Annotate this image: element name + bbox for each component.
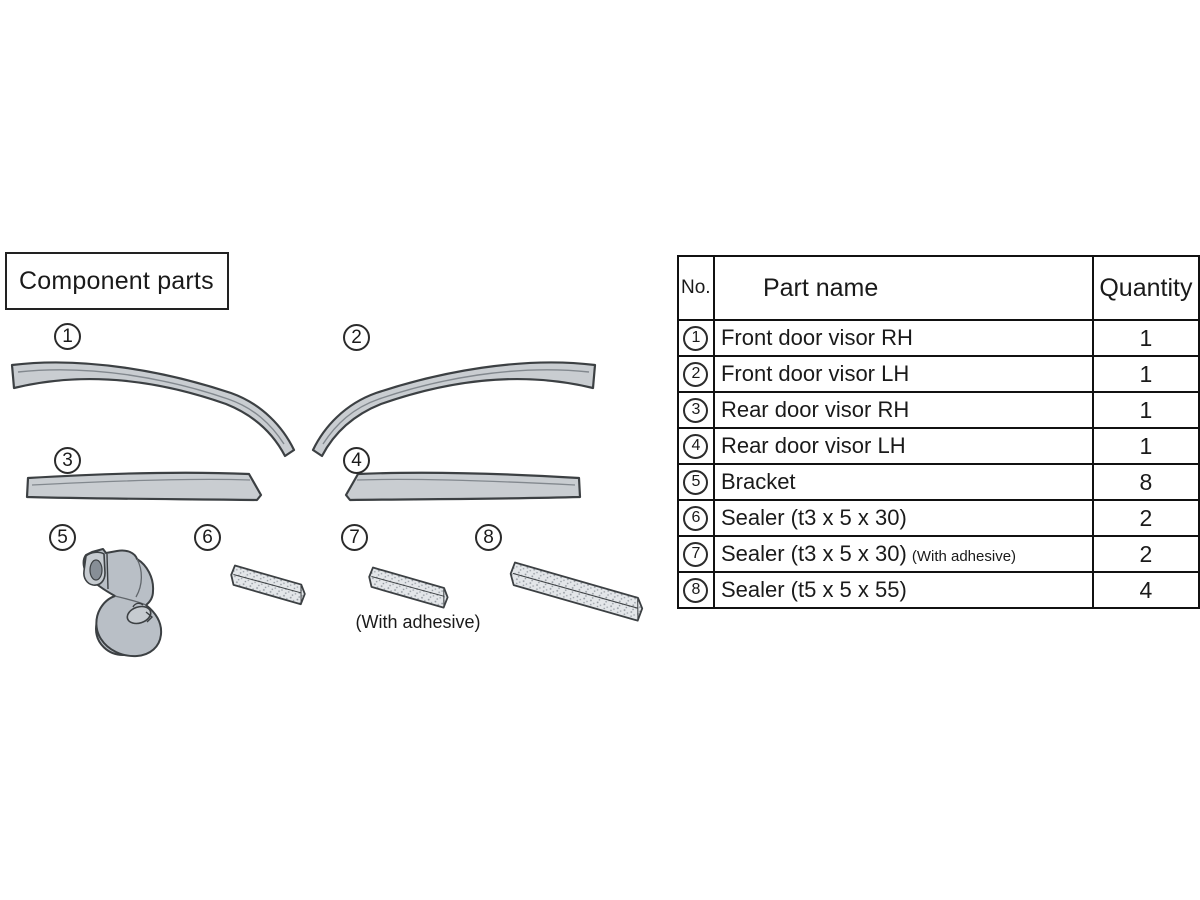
- part-callout-4: 4: [343, 447, 370, 474]
- part-callout-8: 8: [475, 524, 502, 551]
- table-row: 8 Sealer (t5 x 5 x 55) 4: [677, 571, 1200, 609]
- part-number-badge: 2: [683, 361, 709, 387]
- header-no: No.: [677, 255, 715, 321]
- header-part-name: Part name: [712, 255, 1094, 321]
- with-adhesive-label: (With adhesive): [355, 612, 481, 632]
- part-name: Front door visor RH: [720, 325, 913, 350]
- part-number-badge: 8: [683, 577, 709, 603]
- part-number-badge: 1: [683, 325, 709, 351]
- part-callout-1: 1: [54, 323, 81, 350]
- part-quantity: 4: [1091, 571, 1200, 609]
- part-callout-3: 3: [54, 447, 81, 474]
- part-number-badge: 7: [683, 541, 709, 567]
- header-quantity: Quantity: [1091, 255, 1200, 321]
- front-door-visor-lh-illustration: [311, 361, 597, 458]
- bracket-illustration: [82, 548, 163, 658]
- part-note: (With adhesive): [911, 548, 1017, 565]
- part-quantity: 1: [1091, 427, 1200, 465]
- parts-table: No. Part name Quantity 1 Front door viso…: [677, 255, 1200, 609]
- part-callout-5: 5: [49, 524, 76, 551]
- part-callout-7: 7: [341, 524, 368, 551]
- table-row: 6 Sealer (t3 x 5 x 30) 2: [677, 499, 1200, 537]
- part-callout-6: 6: [194, 524, 221, 551]
- table-row: 4 Rear door visor LH 1: [677, 427, 1200, 465]
- part-quantity: 2: [1091, 499, 1200, 537]
- part-quantity: 1: [1091, 391, 1200, 429]
- part-quantity: 1: [1091, 355, 1200, 393]
- table-row: 2 Front door visor LH 1: [677, 355, 1200, 393]
- table-row: 1 Front door visor RH 1: [677, 319, 1200, 357]
- part-number-badge: 6: [683, 505, 709, 531]
- rear-door-visor-rh-illustration: [25, 471, 263, 502]
- part-name: Bracket: [720, 469, 796, 494]
- sealer-t5-illustration: [509, 561, 644, 622]
- rear-door-visor-lh-illustration: [344, 471, 582, 502]
- table-row: 5 Bracket 8: [677, 463, 1200, 501]
- part-name: Rear door visor RH: [720, 397, 910, 422]
- part-number-badge: 5: [683, 469, 709, 495]
- sealer-t3-illustration: [230, 564, 306, 606]
- table-row: 3 Rear door visor RH 1: [677, 391, 1200, 429]
- part-quantity: 2: [1091, 535, 1200, 573]
- component-parts-title: Component parts: [19, 266, 214, 295]
- part-name: Sealer (t3 x 5 x 30): [720, 505, 907, 530]
- part-name: Front door visor LH: [720, 361, 910, 386]
- part-quantity: 1: [1091, 319, 1200, 357]
- part-name: Rear door visor LH: [720, 433, 906, 458]
- sealer-t3-adhesive-illustration: [368, 566, 449, 609]
- table-header-row: No. Part name Quantity: [677, 255, 1200, 321]
- part-number-badge: 4: [683, 433, 709, 459]
- part-number-badge: 3: [683, 397, 709, 423]
- table-row: 7 Sealer (t3 x 5 x 30)(With adhesive) 2: [677, 535, 1200, 573]
- part-quantity: 8: [1091, 463, 1200, 501]
- front-door-visor-rh-illustration: [10, 361, 296, 458]
- component-parts-title-box: Component parts: [5, 252, 229, 310]
- part-name: Sealer (t3 x 5 x 30): [720, 541, 907, 566]
- part-callout-2: 2: [343, 324, 370, 351]
- part-name: Sealer (t5 x 5 x 55): [720, 577, 907, 602]
